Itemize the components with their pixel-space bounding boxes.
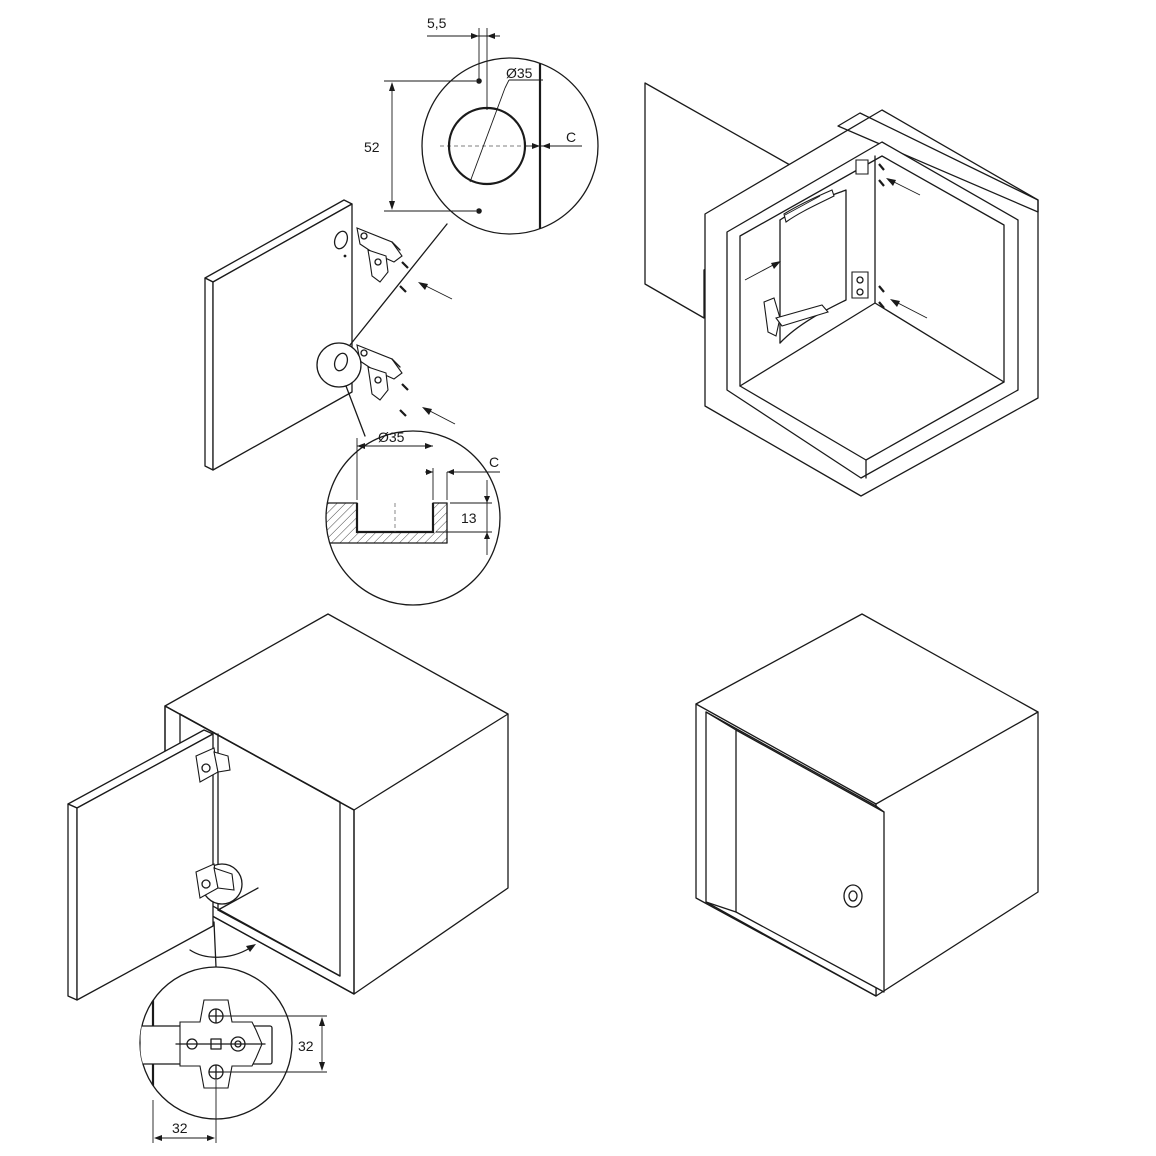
screws-upper [399, 261, 409, 293]
interior-hinge-upper [783, 159, 869, 223]
label-plate-offset-32: 32 [172, 1120, 188, 1136]
dim-spacing-52: 52 [364, 80, 476, 212]
cabinet-box [164, 613, 509, 995]
cup-hole-upper [333, 230, 349, 258]
insert-arrow-lower [422, 407, 456, 425]
panel-cabinet-open-door: 32 32 [67, 613, 509, 1143]
label-diameter-section: Ø35 [378, 429, 405, 445]
interior-arrow-2 [890, 299, 928, 319]
label-diameter-top: Ø35 [506, 65, 533, 81]
detail-mounting-plate [139, 966, 293, 1120]
detail-section-view [325, 430, 501, 606]
hinge-lower [356, 344, 403, 401]
dim-plate-height: 32 [222, 1015, 327, 1073]
dim-offset-top: 5,5 [427, 15, 500, 110]
screws-lower [399, 383, 409, 417]
door-panel [204, 199, 353, 471]
door-hinge-lower [195, 863, 243, 905]
leader-line-top [349, 223, 448, 346]
swing-arc [189, 947, 251, 958]
dim-plate-offset: 32 [152, 1080, 217, 1143]
interior-arrow-1 [886, 178, 921, 196]
dim-diameter-top: Ø35 [506, 65, 543, 81]
label-c-section: C [489, 454, 499, 470]
interior-hinge-lower [763, 271, 869, 337]
label-spacing-52: 52 [364, 139, 380, 155]
panel-cabinet-closed [695, 613, 1039, 997]
label-offset-5-5: 5,5 [427, 15, 447, 31]
panel-door-drilling: 5,5 52 Ø35 C [204, 15, 599, 606]
interior-arrow-3 [744, 261, 781, 281]
hinge-upper [356, 227, 403, 283]
label-depth-13: 13 [461, 510, 477, 526]
cabinet-opening [726, 141, 1019, 479]
dim-depth-13: 13 [436, 480, 492, 555]
panel-cabinet-interior [644, 82, 1039, 497]
label-c-top: C [566, 129, 576, 145]
door-hinge-upper [195, 747, 231, 783]
dim-c-section: C [425, 454, 500, 500]
interior-arrow-4 [784, 195, 821, 216]
dim-c-top: C [525, 129, 582, 149]
detail-callout-circle [316, 342, 362, 388]
door-knob [843, 884, 863, 908]
label-plate-height-32: 32 [298, 1038, 314, 1054]
closed-door [735, 729, 885, 993]
leader-line-section [345, 385, 366, 437]
insert-arrow-upper [418, 282, 453, 300]
dim-diameter-section: Ø35 [356, 429, 434, 500]
